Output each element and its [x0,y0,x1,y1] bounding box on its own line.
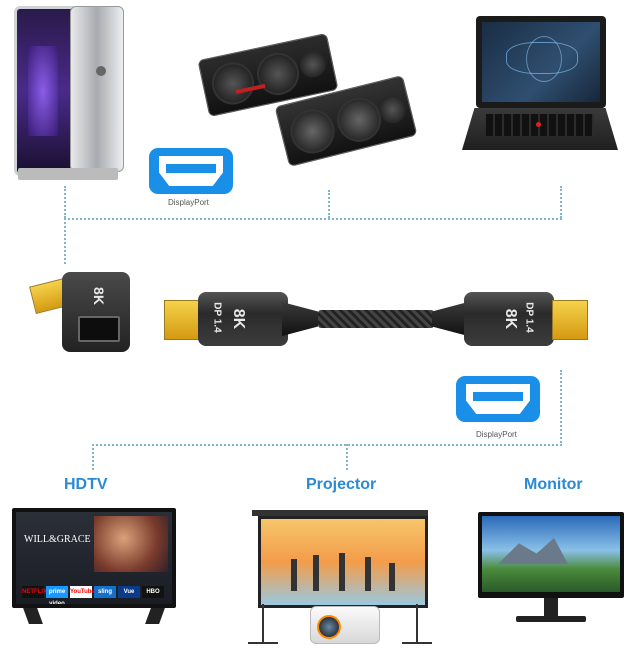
app-youtube: YouTube [70,586,95,598]
app-vue: Vue [118,586,140,598]
cable-left-connector [198,292,288,346]
top-connector-line [64,218,562,220]
tv-screen: WILL&GRACE NETFLIX prime video YouTube s… [16,512,172,604]
graphics-cards-image [197,32,418,168]
category-monitor: Monitor [524,476,583,493]
displayport-label-top: DisplayPort [168,198,209,207]
app-prime-video: prime video [46,586,68,604]
projector-screen-image [244,510,436,650]
hdtv-image: WILL&GRACE NETFLIX prime video YouTube s… [12,508,176,626]
tv-show-title: WILL&GRACE [24,534,91,545]
app-hbo: HBO [142,586,164,598]
cable-right-version: DP 1.4 [523,302,535,333]
right-angle-adapter-image: 8K [28,268,133,356]
laptop-image [462,16,618,152]
cable-right-resolution: 8K [502,308,520,330]
pc-tower-image [10,6,124,180]
cable-left-resolution: 8K [230,308,248,330]
displayport-cable-image: DP 1.4 8K 8K DP 1.4 [164,288,588,368]
app-sling: sling [94,586,116,598]
app-netflix: NETFLIX [22,586,47,598]
displayport-badge-bottom [456,376,540,422]
braided-cable [318,310,434,328]
monitor-image [478,512,626,630]
displayport-badge-top [149,148,233,194]
category-projector: Projector [306,476,377,493]
bottom-connector-line [92,444,562,446]
adapter-resolution-label: 8K [90,287,107,305]
cable-right-connector [464,292,554,346]
projector-device [310,606,380,644]
displayport-label-bottom: DisplayPort [476,430,517,439]
cable-left-version: DP 1.4 [211,302,223,333]
category-hdtv: HDTV [64,476,108,493]
